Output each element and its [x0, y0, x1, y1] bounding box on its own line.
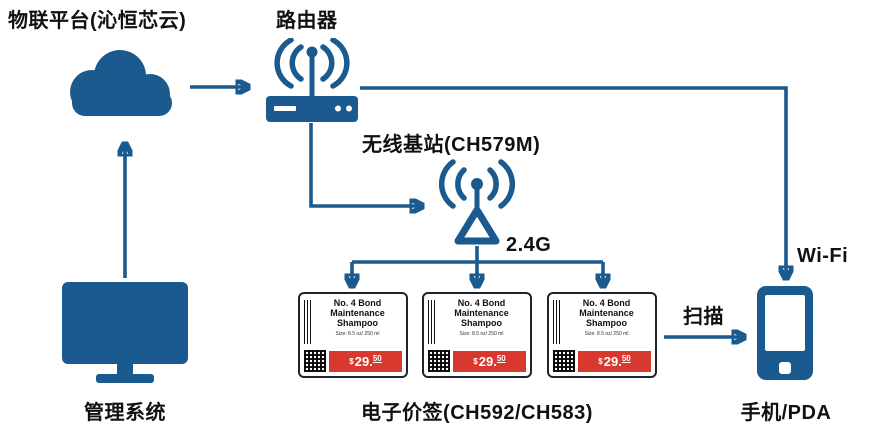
price-tag-bottom: $29.50 — [549, 350, 655, 376]
label-scan: 扫描 — [683, 306, 724, 328]
price-tag-bottom: $29.50 — [300, 350, 406, 376]
product-title-line3: Shampoo — [585, 317, 627, 328]
price-tag-text: No. 4 Bond Maintenance Shampoo Size: 8.5… — [562, 298, 651, 350]
arrow-router-to-phone-wifi — [360, 86, 786, 276]
price-cents: 50 — [372, 353, 382, 363]
product-size: Size: 8.5 oz/ 250 ml — [335, 330, 380, 337]
monitor-base — [96, 374, 154, 383]
label-phone-pda: 手机/PDA — [740, 402, 832, 424]
price-tag-bottom: $29.50 — [424, 350, 530, 376]
price-tag-text: No. 4 Bond Maintenance Shampoo Size: 8.5… — [313, 298, 402, 350]
price-currency: $ — [598, 356, 603, 366]
label-wifi: Wi-Fi — [797, 245, 849, 267]
label-base-station: 无线基站(CH579M) — [362, 134, 541, 156]
price-tag-top: No. 4 Bond Maintenance Shampoo Size: 8.5… — [424, 294, 530, 350]
price-display: $29.50 — [329, 350, 402, 372]
product-title-line2: Maintenance — [454, 307, 509, 318]
product-title-line3: Shampoo — [460, 317, 502, 328]
price-tag-top: No. 4 Bond Maintenance Shampoo Size: 8.5… — [549, 294, 655, 350]
price-tag-text: No. 4 Bond Maintenance Shampoo Size: 8.5… — [437, 298, 526, 350]
product-title: No. 4 Bond Maintenance Shampoo — [438, 298, 525, 329]
antenna-tower-icon — [430, 158, 524, 246]
label-iot-platform: 物联平台(沁恒芯云) — [8, 10, 187, 32]
router-antenna-icon — [264, 38, 360, 122]
qr-code — [553, 350, 575, 372]
qr-code — [428, 350, 450, 372]
price-currency: $ — [349, 356, 354, 366]
product-title: No. 4 Bond Maintenance Shampoo — [563, 298, 650, 329]
product-title: No. 4 Bond Maintenance Shampoo — [314, 298, 401, 329]
barcode — [553, 300, 562, 344]
product-title-line2: Maintenance — [330, 307, 385, 318]
label-electronic-shelf-label: 电子价签(CH592/CH583) — [361, 402, 593, 424]
price-currency: $ — [473, 356, 478, 366]
cloud-icon — [58, 42, 186, 126]
barcode — [428, 300, 437, 344]
smartphone-icon — [757, 286, 813, 380]
price-main: 29. — [354, 353, 373, 369]
qr-code — [304, 350, 326, 372]
price-tag-3: No. 4 Bond Maintenance Shampoo Size: 8.5… — [547, 292, 657, 378]
product-title-line1: No. 4 Bond — [457, 298, 506, 308]
monitor-screen — [62, 282, 188, 364]
price-tag-top: No. 4 Bond Maintenance Shampoo Size: 8.5… — [300, 294, 406, 350]
price-display: $29.50 — [578, 350, 651, 372]
label-management-system: 管理系统 — [84, 402, 166, 424]
price-display: $29.50 — [453, 350, 526, 372]
product-title-line1: No. 4 Bond — [333, 298, 382, 308]
price-tag-1: No. 4 Bond Maintenance Shampoo Size: 8.5… — [298, 292, 408, 378]
barcode — [304, 300, 313, 344]
product-title-line2: Maintenance — [579, 307, 634, 318]
product-size: Size: 8.5 oz/ 250 ml — [459, 330, 504, 337]
product-size: Size: 8.5 oz/ 250 ml — [584, 330, 629, 337]
label-frequency-2-4g: 2.4G — [506, 234, 552, 256]
product-title-line1: No. 4 Bond — [582, 298, 631, 308]
price-tag-2: No. 4 Bond Maintenance Shampoo Size: 8.5… — [422, 292, 532, 378]
label-router: 路由器 — [276, 10, 338, 32]
price-cents: 50 — [496, 353, 506, 363]
smartphone-home-button — [779, 362, 791, 374]
price-main: 29. — [603, 353, 622, 369]
monitor-icon — [62, 282, 188, 386]
monitor-stand — [117, 364, 133, 374]
price-cents: 50 — [621, 353, 631, 363]
smartphone-screen — [765, 295, 805, 351]
product-title-line3: Shampoo — [336, 317, 378, 328]
price-main: 29. — [478, 353, 497, 369]
